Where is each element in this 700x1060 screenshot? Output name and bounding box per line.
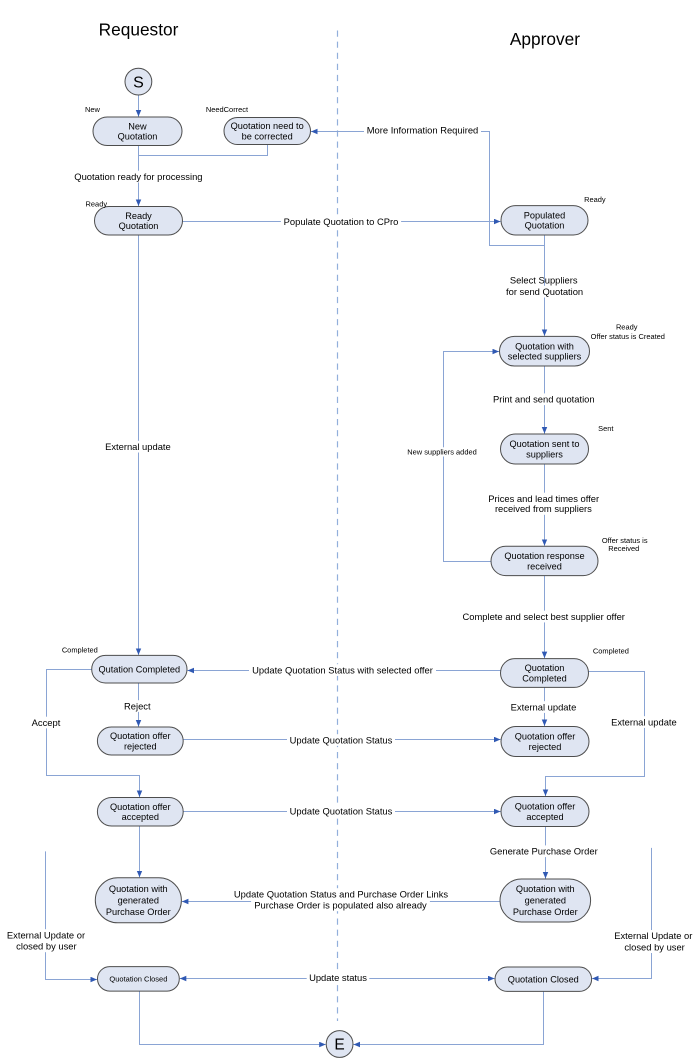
svg-text:Quotation offer: Quotation offer [110,802,171,812]
svg-text:Completed: Completed [593,646,629,655]
svg-text:New: New [128,121,147,131]
svg-text:Qutation Completed: Qutation Completed [98,664,180,674]
svg-text:Generate Purchase Order: Generate Purchase Order [490,846,598,857]
svg-text:selected suppliers: selected suppliers [508,352,582,362]
svg-text:Print and send quotation: Print and send quotation [493,394,595,405]
svg-text:Quotation with: Quotation with [515,341,574,351]
svg-text:E: E [334,1037,344,1054]
svg-text:Ready: Ready [616,323,638,332]
svg-text:Quotation response: Quotation response [504,551,584,561]
svg-text:accepted: accepted [526,812,563,822]
svg-text:More Information Required: More Information Required [367,125,479,136]
svg-text:Ready: Ready [86,199,108,208]
svg-text:Complete and select best suppl: Complete and select best supplier offer [462,611,624,622]
svg-text:Quotation need to: Quotation need to [231,121,304,131]
svg-text:Completed: Completed [522,673,566,683]
svg-text:External update: External update [611,716,677,727]
svg-text:Purchase Order is populated al: Purchase Order is populated also already [254,900,427,911]
svg-text:S: S [133,74,144,91]
svg-text:Quotation: Quotation [525,221,565,231]
svg-text:Approver: Approver [510,29,580,49]
svg-text:generated: generated [118,896,159,906]
svg-text:Quotation Closed: Quotation Closed [109,975,167,984]
svg-text:Quotation ready for processing: Quotation ready for processing [74,171,202,182]
svg-text:Quotation sent to: Quotation sent to [510,439,580,449]
svg-text:Update Quotation Status: Update Quotation Status [290,806,393,817]
svg-text:Quotation with: Quotation with [109,884,168,894]
svg-text:Reject: Reject [124,700,151,711]
svg-text:generated: generated [525,896,566,906]
svg-text:External Update or: External Update or [7,929,85,940]
svg-text:closed by user: closed by user [624,941,684,952]
svg-text:Populate Quotation to CPro: Populate Quotation to CPro [284,216,399,227]
svg-text:Quotation: Quotation [525,663,565,673]
svg-text:Quotation offer: Quotation offer [110,731,171,741]
svg-text:Quotation offer: Quotation offer [515,802,576,812]
svg-text:accepted: accepted [122,812,159,822]
svg-text:Purchase Order: Purchase Order [106,907,171,917]
svg-text:for send Quotation: for send Quotation [506,286,583,297]
svg-text:rejected: rejected [124,741,157,751]
svg-text:Sent: Sent [598,424,614,433]
svg-text:Prices and lead times offer: Prices and lead times offer [488,493,599,504]
svg-text:Offer status is Created: Offer status is Created [591,332,665,341]
svg-text:closed by user: closed by user [16,941,76,952]
svg-text:External update: External update [105,441,171,452]
svg-text:Requestor: Requestor [99,20,179,40]
svg-text:Completed: Completed [62,645,98,654]
svg-text:External Update or: External Update or [614,930,692,941]
svg-text:Update Quotation Status with s: Update Quotation Status with selected of… [252,664,433,675]
svg-text:NeedCorrect: NeedCorrect [206,105,249,114]
svg-text:Purchase Order: Purchase Order [513,907,578,917]
svg-text:Update status: Update status [309,972,367,983]
svg-text:Ready: Ready [584,195,606,204]
svg-text:External update: External update [511,701,577,712]
svg-text:Quotation Closed: Quotation Closed [508,974,579,984]
svg-text:Quotation: Quotation [119,221,159,231]
svg-text:received from suppliers: received from suppliers [495,503,592,514]
svg-text:Select Suppliers: Select Suppliers [510,275,578,286]
svg-text:rejected: rejected [529,742,562,752]
svg-text:New: New [85,105,101,114]
svg-text:Populated: Populated [524,210,565,220]
svg-text:Update Quotation Status and Pu: Update Quotation Status and Purchase Ord… [234,888,449,899]
svg-text:New suppliers added: New suppliers added [407,448,476,457]
svg-text:suppliers: suppliers [526,449,563,459]
svg-text:be corrected: be corrected [242,131,293,141]
svg-text:Quotation offer: Quotation offer [515,732,576,742]
svg-text:Ready: Ready [125,211,152,221]
svg-text:Offer status is: Offer status is [602,536,648,545]
svg-text:received: received [527,561,562,571]
svg-text:Quotation: Quotation [118,132,158,142]
svg-text:Update Quotation Status: Update Quotation Status [290,734,393,745]
svg-text:Quotation with: Quotation with [516,884,575,894]
svg-text:Accept: Accept [32,717,61,728]
svg-text:Received: Received [608,544,639,553]
